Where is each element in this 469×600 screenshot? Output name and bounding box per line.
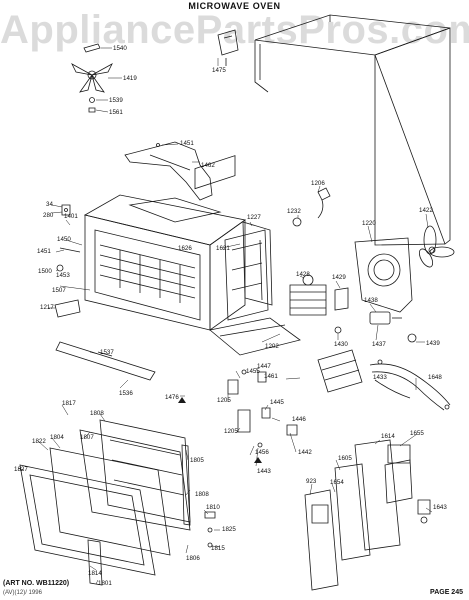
part-callout-1814: 1814 bbox=[88, 570, 102, 577]
part-callout-1500: 1500 bbox=[38, 268, 52, 275]
part-callout-1507: 1507 bbox=[52, 287, 66, 294]
part-callout-1655: 1655 bbox=[410, 430, 424, 437]
part-callout-1443: 1443 bbox=[257, 468, 271, 475]
part-callout-1539: 1539 bbox=[109, 97, 123, 104]
part-callout-1540: 1540 bbox=[113, 45, 127, 52]
part-callout-1202: 1202 bbox=[265, 343, 279, 350]
part-callout-1442: 1442 bbox=[298, 449, 312, 456]
part-callout-1430: 1430 bbox=[334, 341, 348, 348]
part-callout-1654: 1654 bbox=[330, 479, 344, 486]
note-markers bbox=[178, 397, 262, 463]
part-callout-1445: 1445 bbox=[270, 399, 284, 406]
latch-parts bbox=[55, 205, 80, 317]
part-callout-1446: 1446 bbox=[292, 416, 306, 423]
part-callout-1429: 1429 bbox=[332, 274, 346, 281]
side-panel bbox=[243, 222, 272, 305]
wire-harness bbox=[370, 360, 450, 410]
part-callout-1815: 1815 bbox=[211, 545, 225, 552]
part-callout-923: 923 bbox=[306, 478, 317, 485]
part-callout-1614: 1614 bbox=[381, 433, 395, 440]
part-callout-1643: 1643 bbox=[433, 504, 447, 511]
part-callout-1438: 1438 bbox=[364, 297, 378, 304]
part-callout-1401: 1401 bbox=[64, 213, 78, 220]
door-hardware bbox=[205, 512, 215, 547]
part-callout-1433: 1433 bbox=[373, 374, 387, 381]
part-callout-1451: 1451 bbox=[37, 248, 51, 255]
part-callout-1805: 1805 bbox=[190, 457, 204, 464]
part-callout-1437: 1437 bbox=[372, 341, 386, 348]
part-callout-1825: 1825 bbox=[222, 526, 236, 533]
part-callout-1419: 1419 bbox=[123, 75, 137, 82]
transformer bbox=[318, 350, 362, 392]
interlock-switches bbox=[228, 370, 297, 447]
bracket-part bbox=[218, 30, 238, 66]
part-callout-1439: 1439 bbox=[426, 340, 440, 347]
part-callout-1806: 1806 bbox=[186, 555, 200, 562]
part-callout-1626: 1626 bbox=[178, 245, 192, 252]
magnetron bbox=[290, 275, 326, 315]
leader-lines bbox=[18, 48, 432, 584]
power-cord-parts bbox=[293, 188, 330, 226]
front-strip bbox=[56, 342, 155, 380]
part-callout-1462: 1462 bbox=[201, 162, 215, 169]
revision-code: (AV)(12)/ 1996 bbox=[3, 590, 42, 596]
part-callout-1808: 1808 bbox=[90, 410, 104, 417]
fan-blade bbox=[417, 226, 454, 269]
part-callout-1450: 1450 bbox=[57, 236, 71, 243]
blower-housing bbox=[355, 238, 412, 312]
part-callout-1605: 1605 bbox=[338, 455, 352, 462]
part-callout-1451: 1451 bbox=[180, 140, 194, 147]
part-callout-1205: 1205 bbox=[224, 428, 238, 435]
control-panel bbox=[305, 440, 430, 590]
air-duct bbox=[125, 142, 212, 200]
part-callout-1453: 1453 bbox=[56, 272, 70, 279]
part-callout-1817: 1817 bbox=[62, 400, 76, 407]
stirrer-fan bbox=[72, 44, 112, 112]
part-callout-1822: 1822 bbox=[32, 438, 46, 445]
part-callout-1801: 1801 bbox=[98, 580, 112, 587]
part-callout-1461: 1461 bbox=[264, 373, 278, 380]
part-callout-1232: 1232 bbox=[287, 208, 301, 215]
art-number: (ART NO. WB11220) bbox=[3, 580, 70, 587]
part-callout-1537: 1537 bbox=[100, 349, 114, 356]
part-callout-34: 34 bbox=[46, 201, 53, 208]
part-callout-1475: 1475 bbox=[212, 67, 226, 74]
part-callout-1804: 1804 bbox=[50, 434, 64, 441]
capacitor bbox=[370, 312, 416, 342]
part-callout-1447: 1447 bbox=[257, 363, 271, 370]
part-callout-1536: 1536 bbox=[119, 390, 133, 397]
part-callout-1808: 1808 bbox=[195, 491, 209, 498]
magnetron-accessories bbox=[335, 288, 348, 333]
outer-case bbox=[255, 15, 450, 245]
diagram-title: MICROWAVE OVEN bbox=[188, 1, 281, 11]
part-callout-1428: 1428 bbox=[296, 271, 310, 278]
part-callout-1227: 1227 bbox=[247, 214, 261, 221]
part-callout-1807: 1807 bbox=[80, 434, 94, 441]
part-callout-1455: 1455 bbox=[246, 368, 260, 375]
part-callout-1217: 1217 bbox=[40, 304, 54, 311]
part-callout-280: 280 bbox=[43, 212, 54, 219]
part-callout-1220: 1220 bbox=[362, 220, 376, 227]
part-callout-1476: 1476 bbox=[165, 394, 179, 401]
part-callout-1827: 1827 bbox=[14, 466, 28, 473]
part-callout-1810: 1810 bbox=[206, 504, 220, 511]
oven-cavity bbox=[85, 156, 300, 355]
page-number: PAGE 245 bbox=[430, 589, 463, 596]
part-callout-1648: 1648 bbox=[428, 374, 442, 381]
part-callout-1422: 1422 bbox=[419, 207, 433, 214]
part-callout-1561: 1561 bbox=[109, 109, 123, 116]
part-callout-1206: 1206 bbox=[311, 180, 325, 187]
part-callout-1205: 1205 bbox=[217, 397, 231, 404]
part-callout-1456: 1456 bbox=[255, 449, 269, 456]
door-assembly bbox=[20, 420, 190, 585]
part-callout-1621: 1621 bbox=[216, 245, 230, 252]
